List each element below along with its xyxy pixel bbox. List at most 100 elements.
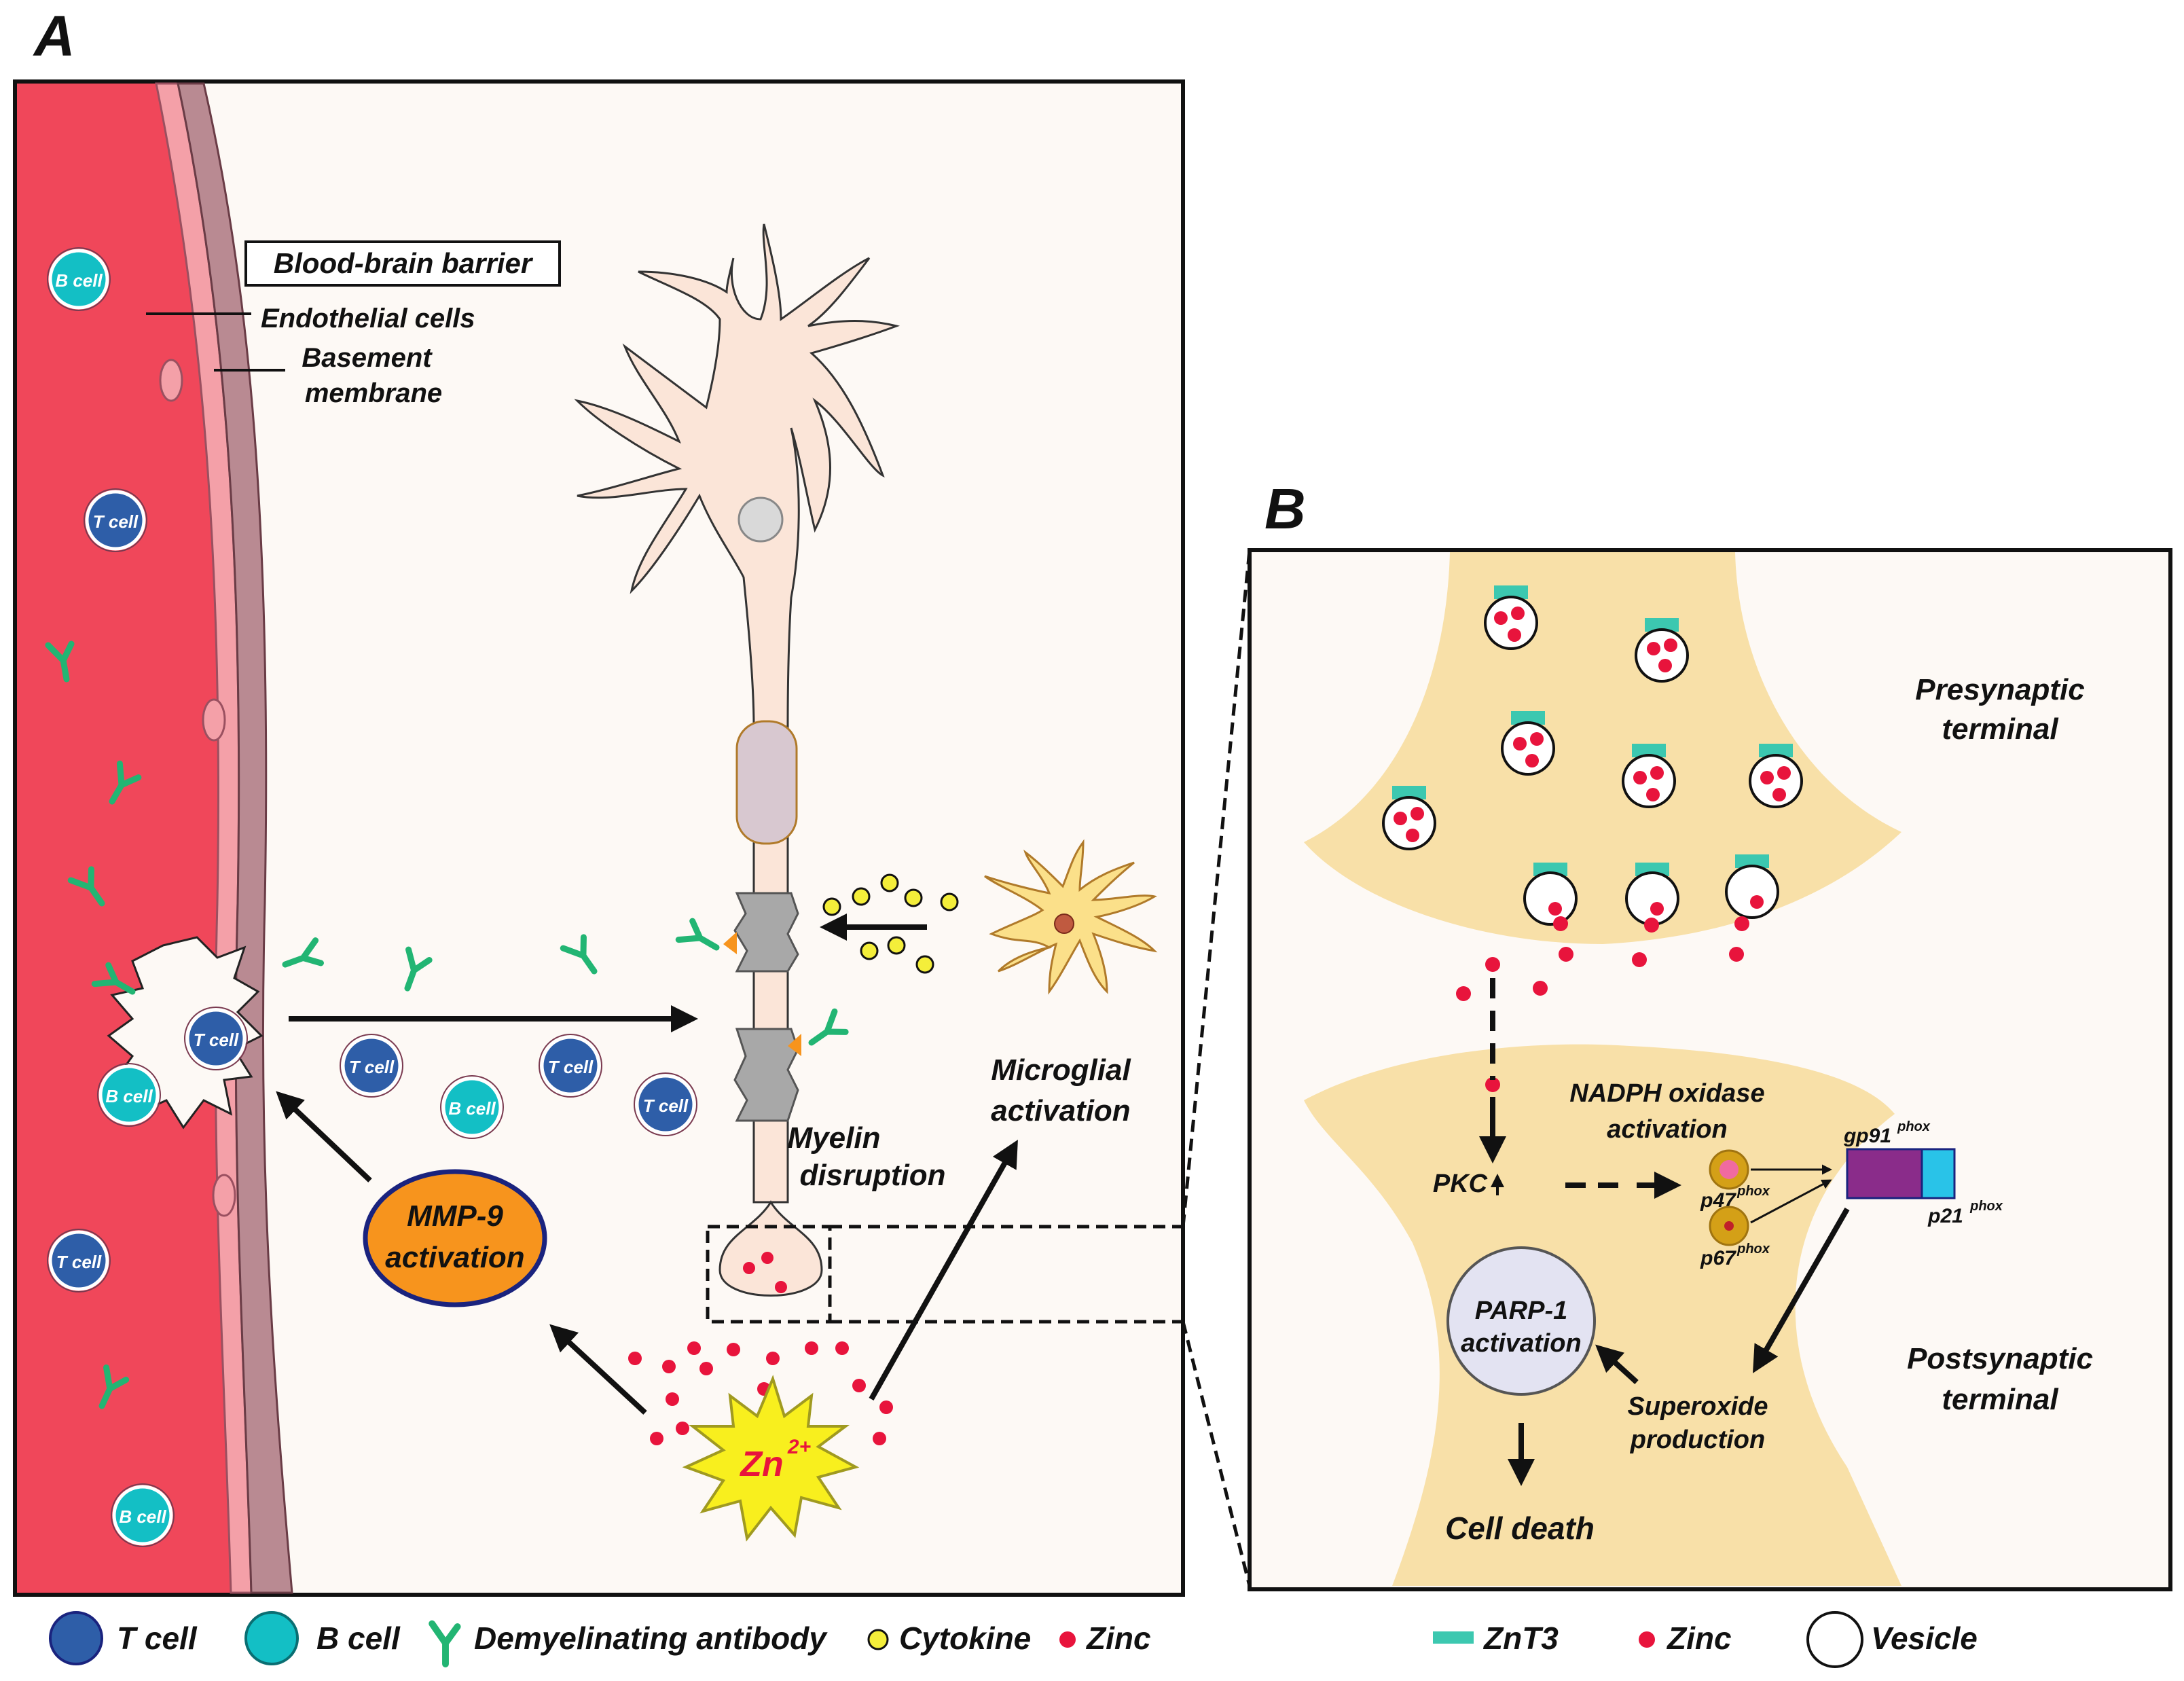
p47-core (1719, 1160, 1739, 1179)
p67-arrow (1750, 1179, 1832, 1224)
neuron-icon (574, 223, 900, 1297)
parp-activation-arrow (1595, 1344, 1639, 1384)
superoxide-label-2: production (1630, 1426, 1765, 1454)
b-cell: B cell (47, 247, 111, 311)
blood-vessel (17, 84, 231, 1593)
svg-text:T cell: T cell (93, 511, 139, 532)
presyn-label-2: terminal (1942, 712, 2058, 746)
legend-zinc: Zinc (1085, 1621, 1151, 1656)
mmp9-label-2: activation (385, 1241, 524, 1274)
legend-a: T cell B cell Demyelinating antibody Cyt… (49, 1611, 1151, 1665)
zinc-burst-icon: Zn 2+ (682, 1375, 860, 1542)
parp1-label-1: PARP-1 (1475, 1297, 1568, 1325)
legend-antibody: Demyelinating antibody (474, 1621, 828, 1656)
vesicle-icon (1635, 618, 1689, 683)
vesicle-icon (1749, 744, 1803, 808)
legend-vesicle: Vesicle (1871, 1621, 1978, 1656)
p67-phox: phox (1736, 1242, 1770, 1257)
legend-t-cell-icon (49, 1611, 103, 1665)
gp91-phox: phox (1897, 1119, 1931, 1134)
legend-b-cell-icon (244, 1611, 299, 1665)
nadph-label-2: activation (1607, 1115, 1727, 1144)
vesicle-icon (1625, 863, 1679, 926)
legend-cytokine: Cytokine (899, 1621, 1031, 1656)
vesicle-icon (1382, 786, 1436, 850)
svg-text:T cell: T cell (56, 1252, 102, 1272)
endothelial-label: Endothelial cells (261, 304, 475, 333)
released-zinc (1456, 916, 1749, 1092)
zoom-box (706, 1225, 832, 1324)
microglial-label-2: activation (991, 1094, 1130, 1127)
vesicle-icon (1622, 744, 1676, 808)
legend-cytokine-icon (867, 1629, 889, 1650)
zoom-line-b-bottom (1181, 1321, 1252, 1587)
legend-znt3-icon (1433, 1631, 1474, 1644)
b-cell: B cell (111, 1483, 175, 1547)
vesicle-icon (1484, 585, 1538, 650)
legend-antibody-icon (432, 1624, 457, 1664)
legend-b-cell: B cell (316, 1621, 401, 1656)
p21-label: p21 (1927, 1205, 1963, 1227)
legend-b: ZnT3 Zinc Vesicle (1433, 1611, 1978, 1668)
t-cell: T cell (84, 488, 147, 552)
panel-a-letter: A (33, 4, 75, 68)
vesicle-icon (1725, 854, 1779, 919)
panel-a-arrows (276, 914, 1018, 1415)
parp1-label-2: activation (1461, 1329, 1581, 1358)
postsyn-label-2: terminal (1942, 1383, 2058, 1416)
p67-core (1724, 1221, 1734, 1231)
mmp9-label-1: MMP-9 (407, 1199, 503, 1233)
legend-zinc-icon (1059, 1631, 1076, 1648)
svg-text:B cell: B cell (105, 1086, 153, 1106)
bbb-title: Blood-brain barrier (274, 247, 534, 279)
svg-text:B cell: B cell (119, 1506, 166, 1527)
legend-zinc-b: Zinc (1666, 1621, 1732, 1656)
superoxide-arrow (1753, 1208, 1850, 1373)
svg-text:B cell: B cell (55, 270, 103, 291)
myelin-label-1: Myelin (788, 1121, 881, 1155)
panel-a: A Blood-brain barrier Endothelial cells … (13, 4, 1252, 1597)
legend-vesicle-icon (1806, 1611, 1863, 1668)
zinc-cluster (628, 1341, 893, 1445)
postsyn-label-1: Postsynaptic (1907, 1342, 2093, 1375)
endothelial-nucleus (212, 1174, 236, 1217)
cell-death-label: Cell death (1445, 1511, 1595, 1546)
t-cell: T cell (340, 1034, 403, 1098)
legend-zinc-b-icon (1639, 1631, 1655, 1648)
panel-b-letter: B (1264, 477, 1306, 541)
zinc-charge-label: 2+ (787, 1436, 811, 1458)
endothelial-nucleus (202, 698, 226, 742)
nadph-label-1: NADPH oxidase (1569, 1079, 1764, 1108)
mmp9-oval: MMP-9 activation (363, 1169, 547, 1307)
vesicle-icon (1523, 863, 1578, 926)
postsynaptic-terminal (1304, 1044, 1901, 1586)
basement-label-1: Basement (302, 343, 433, 373)
parp1-circle (1446, 1246, 1596, 1396)
endothelial-nucleus (159, 359, 183, 402)
svg-text:T cell: T cell (349, 1057, 395, 1077)
gp91-label: gp91 (1843, 1125, 1891, 1147)
p21-subunit (1921, 1148, 1956, 1199)
svg-text:T cell: T cell (194, 1030, 239, 1050)
t-cell: T cell (634, 1072, 697, 1136)
svg-text:T cell: T cell (643, 1096, 689, 1116)
t-cell: T cell (539, 1034, 602, 1098)
presyn-label-1: Presynaptic (1915, 673, 2084, 706)
panel-b: B (1248, 477, 2172, 1591)
t-cell: T cell (184, 1007, 248, 1070)
basement-membrane-layer (177, 82, 293, 1594)
zinc-ion-label: Zn (739, 1445, 784, 1484)
bbb-title-box (244, 240, 561, 287)
svg-text:T cell: T cell (548, 1057, 594, 1077)
p21-phox: phox (1969, 1199, 2003, 1214)
basement-label-2: membrane (305, 378, 442, 408)
zoom-line-b-top (1181, 549, 1252, 1227)
legend-t-cell: T cell (117, 1621, 198, 1656)
pkc-label: PKC (1433, 1170, 1488, 1198)
b-cell: B cell (97, 1063, 161, 1127)
legend-znt3: ZnT3 (1482, 1621, 1559, 1656)
vesicle-icon (1501, 711, 1555, 776)
superoxide-label-1: Superoxide (1628, 1392, 1768, 1421)
gp91-subunit (1846, 1148, 1923, 1199)
